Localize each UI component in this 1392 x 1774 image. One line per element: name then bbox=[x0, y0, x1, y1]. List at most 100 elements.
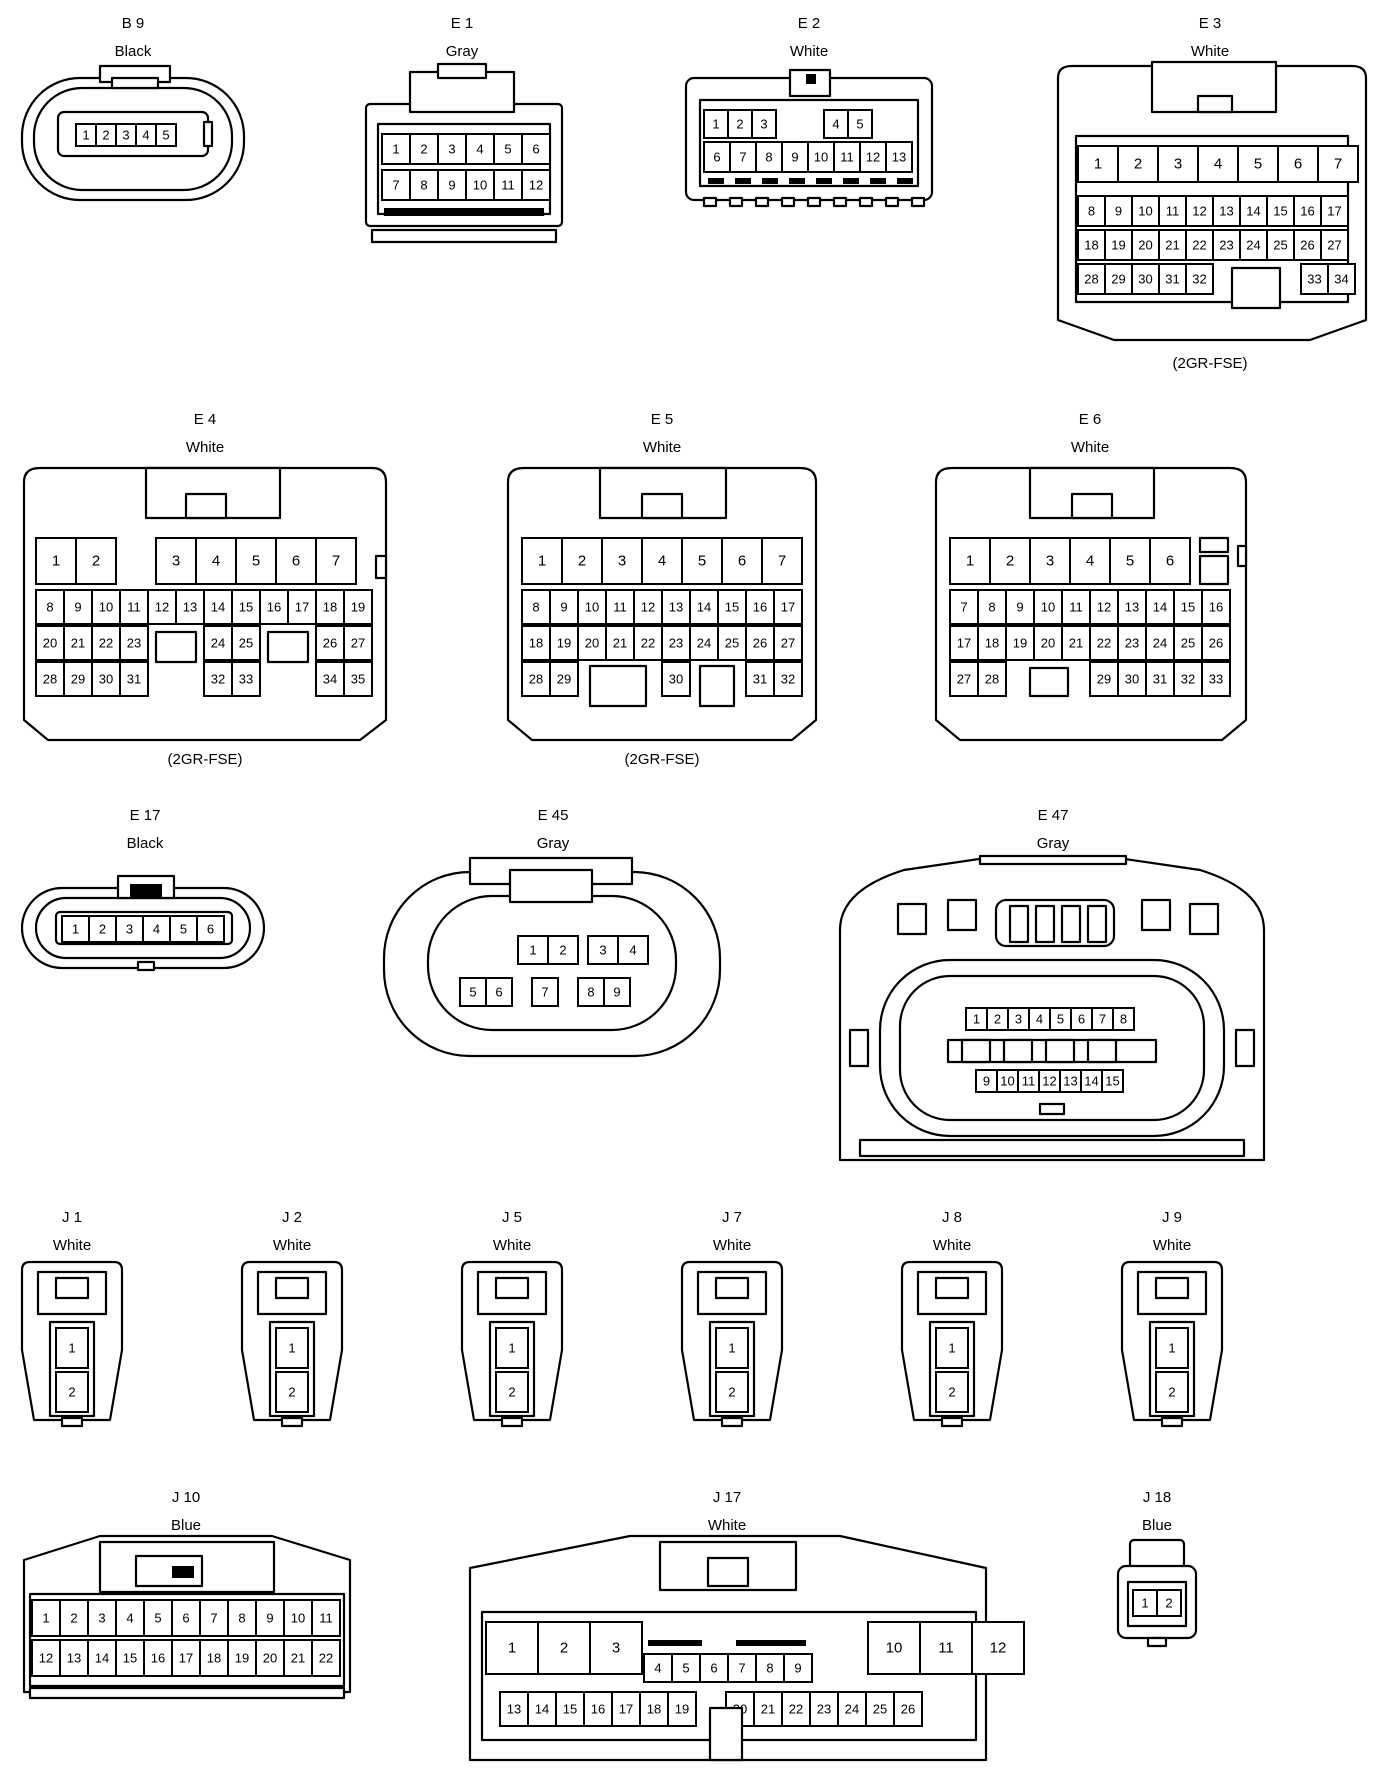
housing-shape bbox=[1086, 904, 1108, 944]
pin-number: 26 bbox=[753, 636, 767, 651]
housing-shape bbox=[1008, 904, 1030, 944]
pin-number: 17 bbox=[619, 1702, 633, 1717]
pin-cavity bbox=[1132, 1589, 1158, 1617]
housing-shape bbox=[1146, 1636, 1168, 1648]
housing-shape bbox=[274, 1276, 310, 1300]
connector-color: Black bbox=[127, 835, 164, 852]
pin-number: 2 bbox=[1006, 553, 1014, 570]
housing-shape bbox=[720, 1416, 744, 1428]
housing-shape bbox=[858, 1138, 1246, 1158]
pin-cavity bbox=[703, 141, 731, 173]
pin-number: 12 bbox=[39, 1651, 53, 1666]
pin-cavity bbox=[643, 1653, 673, 1683]
pin-number: 13 bbox=[892, 150, 906, 165]
pin-cavity bbox=[783, 1653, 813, 1683]
connector-code: J 1 bbox=[62, 1209, 82, 1226]
pin-number: 2 bbox=[559, 943, 566, 958]
pin-number: 8 bbox=[765, 150, 772, 165]
pin-number: 5 bbox=[162, 128, 169, 143]
pin-number: 25 bbox=[1181, 636, 1195, 651]
pin-cavity bbox=[715, 1327, 749, 1369]
pin-number: 5 bbox=[1126, 553, 1134, 570]
pin-number: 34 bbox=[1334, 272, 1348, 287]
pin-cavity bbox=[119, 625, 149, 661]
pin-number: 19 bbox=[1111, 238, 1125, 253]
pin-cavity bbox=[601, 537, 643, 585]
pin-number: 1 bbox=[68, 1341, 75, 1356]
pin-number: 12 bbox=[1097, 600, 1111, 615]
connector-code: J 2 bbox=[282, 1209, 302, 1226]
housing-shape bbox=[172, 1566, 194, 1578]
pin-cavity bbox=[587, 935, 619, 965]
pin-cavity bbox=[315, 661, 345, 697]
pin-number: 29 bbox=[1111, 272, 1125, 287]
pin-number: 23 bbox=[127, 636, 141, 651]
pin-number: 11 bbox=[1166, 204, 1180, 219]
pin-number: 20 bbox=[263, 1651, 277, 1666]
pin-cavity bbox=[773, 661, 803, 697]
pin-cavity bbox=[935, 1371, 969, 1413]
pin-cavity bbox=[275, 1371, 309, 1413]
pin-number: 1 bbox=[1168, 1341, 1175, 1356]
pin-cavity bbox=[231, 661, 261, 697]
pin-cavity bbox=[617, 935, 649, 965]
pin-cavity bbox=[409, 133, 439, 165]
pin-number: 31 bbox=[1153, 672, 1167, 687]
pin-number: 30 bbox=[99, 672, 113, 687]
pin-cavity bbox=[977, 625, 1007, 661]
pin-number: 33 bbox=[239, 672, 253, 687]
pin-cavity bbox=[761, 537, 803, 585]
housing-shape bbox=[698, 664, 736, 708]
pin-cavity bbox=[35, 589, 65, 625]
housing-shape bbox=[1044, 1038, 1076, 1064]
pin-number: 29 bbox=[1097, 672, 1111, 687]
housing-shape bbox=[640, 492, 684, 520]
pin-cavity bbox=[235, 537, 277, 585]
housing-shape bbox=[384, 208, 544, 216]
pin-cavity bbox=[75, 537, 117, 585]
pin-cavity bbox=[1156, 1589, 1182, 1617]
connector-code: J 9 bbox=[1162, 1209, 1182, 1226]
pin-cavity bbox=[87, 1599, 117, 1637]
pin-cavity bbox=[1104, 263, 1133, 295]
pin-cavity bbox=[1033, 625, 1063, 661]
pin-cavity bbox=[1293, 229, 1322, 261]
pin-cavity bbox=[561, 537, 603, 585]
pin-number: 24 bbox=[1246, 238, 1260, 253]
connector-code: E 5 bbox=[651, 411, 674, 428]
housing-shape bbox=[806, 74, 816, 84]
pin-number: 10 bbox=[291, 1611, 305, 1626]
pin-cavity bbox=[91, 625, 121, 661]
pin-number: 19 bbox=[557, 636, 571, 651]
pin-number: 15 bbox=[1105, 1074, 1119, 1089]
housing-shape bbox=[154, 630, 198, 664]
housing-shape bbox=[266, 630, 310, 664]
pin-number: 1 bbox=[288, 1341, 295, 1356]
pin-number: 13 bbox=[1063, 1074, 1077, 1089]
pin-number: 13 bbox=[1125, 600, 1139, 615]
pin-number: 2 bbox=[68, 1385, 75, 1400]
pin-number: 9 bbox=[560, 600, 567, 615]
pin-number: 32 bbox=[1192, 272, 1206, 287]
housing-shape bbox=[816, 178, 832, 184]
pin-number: 26 bbox=[323, 636, 337, 651]
connector-code: J 5 bbox=[502, 1209, 522, 1226]
pin-number: 2 bbox=[420, 142, 427, 157]
pin-number: 5 bbox=[469, 985, 476, 1000]
pin-number: 1 bbox=[42, 1611, 49, 1626]
pin-number: 7 bbox=[541, 985, 548, 1000]
pin-number: 1 bbox=[82, 128, 89, 143]
housing-shape bbox=[735, 178, 751, 184]
pin-cavity bbox=[115, 1639, 145, 1677]
pin-number: 8 bbox=[988, 600, 995, 615]
pin-number: 3 bbox=[1015, 1012, 1022, 1027]
pin-cavity bbox=[311, 1599, 341, 1637]
pin-cavity bbox=[63, 589, 93, 625]
housing-shape bbox=[708, 178, 724, 184]
pin-number: 10 bbox=[473, 178, 487, 193]
pin-number: 18 bbox=[207, 1651, 221, 1666]
pin-cavity bbox=[729, 141, 757, 173]
